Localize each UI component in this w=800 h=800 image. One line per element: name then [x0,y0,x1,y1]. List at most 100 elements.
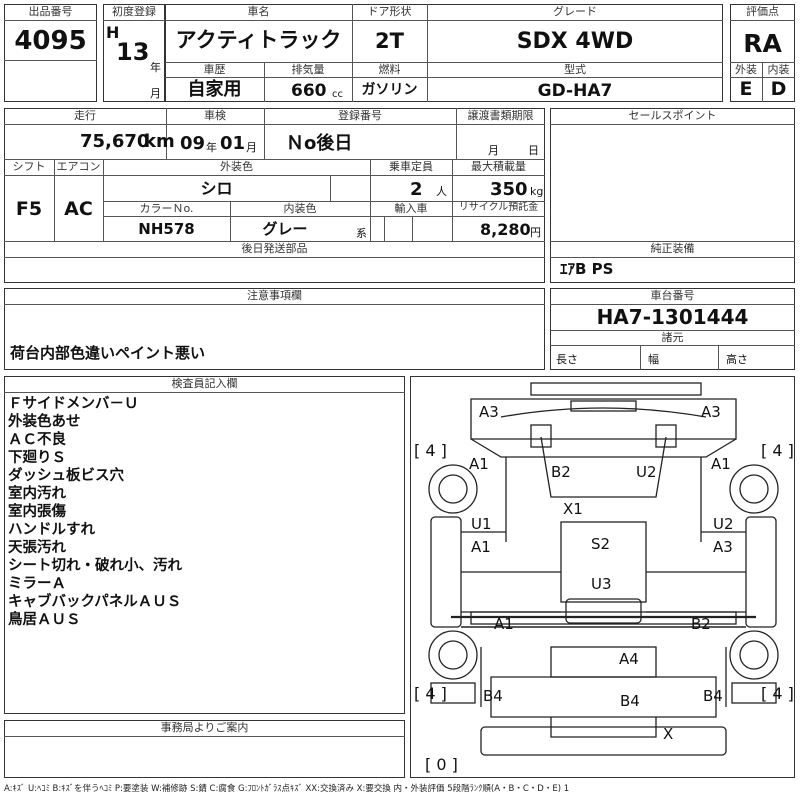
inspection-month-unit: 月 [246,141,257,154]
mark-a3-left: A3 [479,403,499,421]
mark-u2-side: U2 [713,515,734,533]
chassis-number: HA7-1301444 [596,305,749,329]
inspector-note-line: 下廻りＳ [8,450,66,466]
color-no-label: カラーＮo. [139,202,194,215]
spec-box [4,108,545,283]
history: 自家用 [187,79,242,100]
capacity-unit: 人 [436,185,447,198]
mark-a1-side: A1 [471,538,491,556]
lot-number: 4095 [14,26,87,56]
grade-label: グレード [553,5,597,18]
max-load-unit: kg [530,185,544,198]
tire-rear-left: [ 4 ] [414,684,447,703]
reg-no-label: 登録番号 [338,109,382,122]
tire-front-right: [ 4 ] [761,441,794,460]
later-parts-label: 後日発送部品 [241,242,308,255]
inspector-note-line: 室内汚れ [8,486,66,502]
shift-label: シフト [12,160,46,173]
door-label: ドア形状 [367,5,412,18]
width-label: 幅 [648,353,659,366]
mark-s2: S2 [591,535,611,553]
inspector-note-line: 鳥居ＡＵＳ [8,612,81,628]
inspector-note-line: 外装色あせ [8,414,81,430]
recycle: 8,280 [480,220,531,239]
spare-tire: [ 0 ] [425,755,458,774]
inspector-note-line: ミラーＡ [8,576,66,592]
inspection-year-unit: 年 [206,141,217,154]
score: RA [743,29,782,58]
inspector-note-line: 天張汚れ [8,540,66,556]
mark-a3-side: A3 [713,538,733,556]
mark-b2-bar: B2 [691,615,711,633]
car-name: アクティトラック [175,28,342,52]
displacement: 660 [291,81,327,101]
model: GD-HA7 [537,81,613,101]
displacement-label: 排気量 [291,63,325,76]
capacity: 2 [410,179,423,200]
inspector-note-line: Ｆサイドメンバ－Ｕ [8,396,139,412]
era-letter: H [106,23,120,42]
inspector-note-line: ＡＣ不良 [8,432,66,448]
transfer-label: 譲渡書類期限 [467,109,534,122]
office-label: 事務局よりご案内 [160,721,249,734]
recycle-label: リサイクル預託金 [458,202,539,213]
damage-diagram: A3 A3 [ 4 ] [ 4 ] A1 B2 U2 A1 X1 U1 U2 A… [410,376,795,778]
mark-b2-top: B2 [551,463,571,481]
inspector-box [4,376,405,714]
tire-front-left: [ 4 ] [414,441,447,460]
interior-label: 内装 [767,63,790,76]
year-unit: 年 [150,61,161,74]
mark-x1: X1 [563,500,583,518]
chassis-label: 車台番号 [650,289,695,302]
exterior-grade: E [739,78,753,100]
mark-a1-front-left: A1 [469,455,489,473]
transfer-month-unit: 月 [488,144,499,157]
genuine-equipment: ｴｱB PS [560,260,614,278]
ac: AC [64,198,93,220]
truck-outline [428,382,779,756]
mark-u1: U1 [471,515,492,533]
int-color: グレー [262,220,308,238]
inspector-note-line: シート切れ・破れ小、汚れ [8,558,182,574]
mileage-label: 走行 [74,109,96,122]
ac-label: エアコン [56,160,101,173]
fuel: ガソリン [361,82,418,98]
mark-u3: U3 [591,575,612,593]
caution-label: 注意事項欄 [247,289,302,302]
genuine-label: 純正装備 [650,242,695,255]
color-no: NH578 [138,220,195,238]
inspection-label: 車検 [204,109,226,122]
sales-points-label: セールスポイント [628,109,717,122]
specs-label: 諸元 [661,331,684,344]
int-color-unit: 系 [356,227,367,240]
mark-a4: A4 [619,650,639,668]
reg-year: 13 [116,38,150,66]
mileage: 75,670 [80,131,150,152]
lot-label: 出品番号 [28,5,73,18]
fuel-label: 燃料 [378,63,401,76]
inspector-note-line: 室内張傷 [8,504,66,520]
mark-b4-right: B4 [703,687,723,705]
capacity-label: 乗車定員 [389,160,433,173]
door-type: 2T [375,29,404,53]
max-load-label: 最大積載量 [471,160,526,173]
car-name-label: 車名 [247,5,270,18]
score-label: 評価点 [746,5,779,18]
import-label: 輸入車 [394,202,428,215]
chassis-box [550,288,795,370]
grade: SDX 4WD [516,29,634,54]
mark-b4-center: B4 [620,692,640,710]
office-box [4,720,405,778]
month-unit: 月 [150,87,161,100]
inspector-note-line: キャブバックパネルＡＵＳ [8,594,182,610]
mark-a3-right: A3 [701,403,721,421]
exterior-label: 外装 [735,63,757,76]
inspector-note-line: ダッシュ板ビス穴 [8,468,124,484]
model-label: 型式 [564,63,586,76]
length-label: 長さ [556,353,578,366]
interior-grade: D [770,78,787,100]
mark-u2-top: U2 [636,463,657,481]
mark-a1-bar: A1 [494,615,514,633]
history-label: 車歴 [203,63,226,76]
caution-box [4,288,545,370]
